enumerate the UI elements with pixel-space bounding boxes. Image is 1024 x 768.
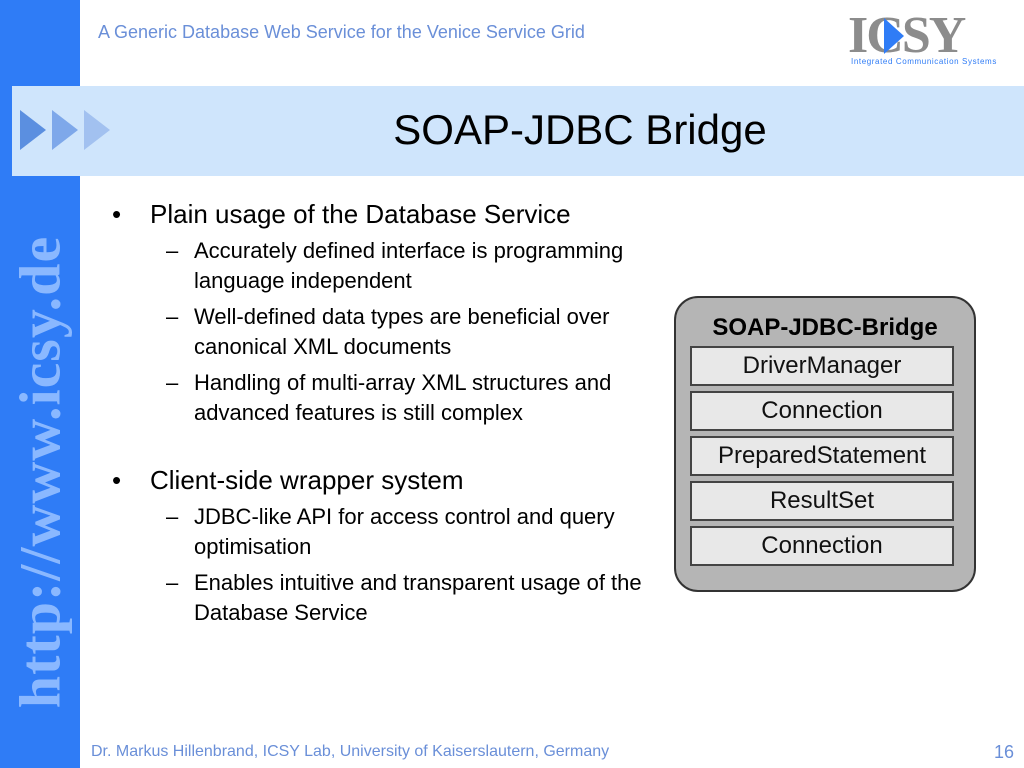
- component-prepared-statement: PreparedStatement: [690, 436, 954, 476]
- sub-bullet-mark: –: [166, 304, 179, 329]
- sub-bullet-mark: –: [166, 370, 179, 395]
- bullet-list: • Plain usage of the Database Service – …: [112, 198, 652, 628]
- icsy-logo: I C S Y Integrated Communication Systems: [848, 7, 1014, 70]
- footer-text: Dr. Markus Hillenbrand, ICSY Lab, Univer…: [91, 743, 610, 760]
- bullet-text: Client-side wrapper system: [150, 465, 464, 495]
- sub-bullet-mark: –: [166, 570, 179, 595]
- logo-letters: I C S Y: [848, 7, 967, 64]
- slide-title: SOAP-JDBC Bridge: [393, 106, 767, 153]
- sub-bullet-text: Accurately defined interface is programm…: [194, 238, 624, 293]
- component-result-set: ResultSet: [690, 481, 954, 521]
- sub-bullet-item: – JDBC-like API for access control and q…: [112, 502, 652, 562]
- sub-bullet-mark: –: [166, 504, 179, 529]
- soap-jdbc-bridge-diagram: SOAP-JDBC-Bridge DriverManager Connectio…: [674, 296, 976, 592]
- sub-bullet-text: Enables intuitive and transparent usage …: [194, 570, 642, 625]
- title-band: SOAP-JDBC Bridge: [12, 86, 1024, 176]
- sub-bullet-item: – Well-defined data types are beneficial…: [112, 302, 652, 362]
- page-number: 16: [993, 742, 1014, 762]
- component-driver-manager: DriverManager: [690, 346, 954, 386]
- bullet-item: • Plain usage of the Database Service: [112, 198, 652, 230]
- bullet-mark: •: [112, 199, 122, 229]
- title-arrows: [20, 110, 116, 150]
- arrow-right-icon: [84, 110, 110, 150]
- sub-bullet-item: – Accurately defined interface is progra…: [112, 236, 652, 296]
- component-connection: Connection: [690, 526, 954, 566]
- sub-bullet-text: JDBC-like API for access control and que…: [194, 504, 615, 559]
- sub-bullet-text: Handling of multi-array XML structures a…: [194, 370, 612, 425]
- component-connection: Connection: [690, 391, 954, 431]
- bullet-mark: •: [112, 465, 122, 495]
- bullet-text: Plain usage of the Database Service: [150, 199, 571, 229]
- logo-letter-y: Y: [928, 7, 967, 64]
- sub-bullet-item: – Handling of multi-array XML structures…: [112, 368, 652, 428]
- diagram-title: SOAP-JDBC-Bridge: [712, 314, 938, 341]
- bullet-item: • Client-side wrapper system: [112, 464, 652, 496]
- logo-play-icon: [884, 18, 904, 54]
- header-text: A Generic Database Web Service for the V…: [98, 22, 585, 42]
- arrow-right-icon: [52, 110, 78, 150]
- logo-subtitle: Integrated Communication Systems: [851, 57, 997, 66]
- sub-bullet-text: Well-defined data types are beneficial o…: [194, 304, 610, 359]
- side-url-text: http://www.icsy.de: [7, 235, 73, 709]
- arrow-right-icon: [20, 110, 46, 150]
- logo-letter-i: I: [848, 7, 868, 64]
- sub-bullet-mark: –: [166, 238, 179, 263]
- sub-bullet-item: – Enables intuitive and transparent usag…: [112, 568, 652, 628]
- logo-letter-s: S: [901, 7, 931, 64]
